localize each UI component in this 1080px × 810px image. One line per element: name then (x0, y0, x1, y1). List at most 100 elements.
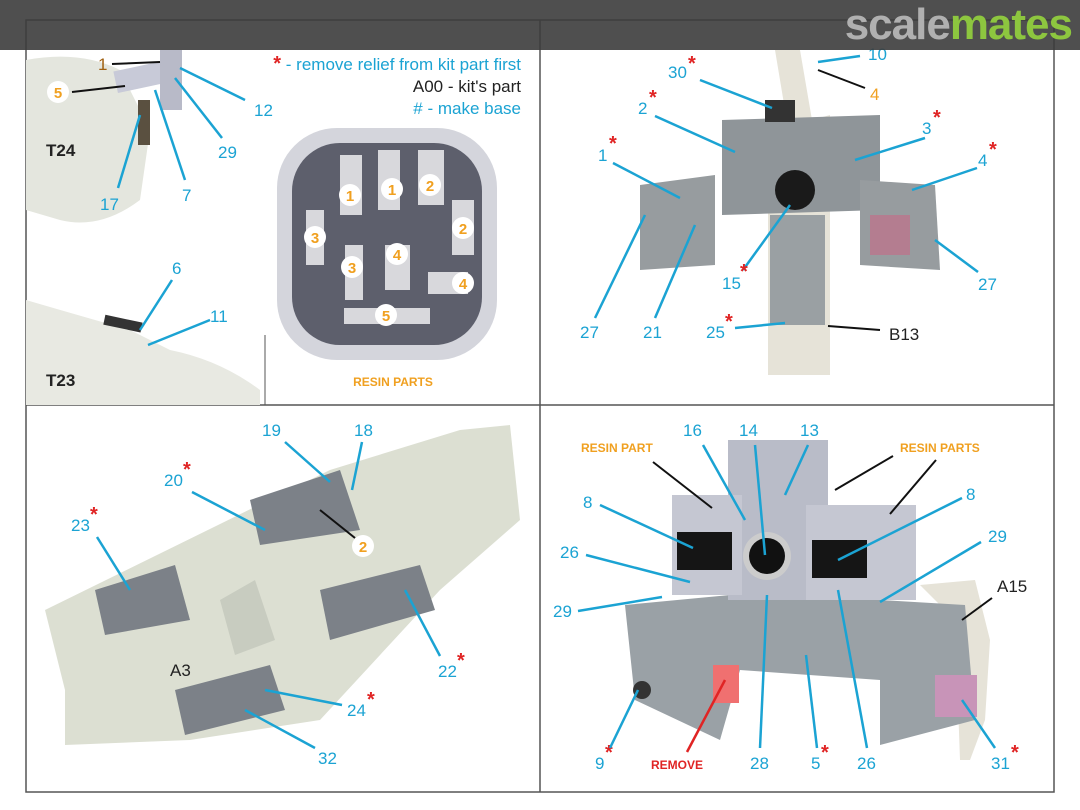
remove-label: REMOVE (651, 758, 703, 772)
main-panel-photo (722, 115, 880, 215)
panel-bottom-right: RESIN PART 16 14 13 RESIN PARTS 8 8 26 2… (553, 421, 1027, 773)
part-30-photo (765, 100, 795, 122)
callout-28: 28 (750, 754, 769, 773)
instrument-panel-photo (625, 595, 975, 745)
callout-26: 26 (857, 754, 876, 773)
callout-31: 31 (991, 754, 1010, 773)
callout-29: 29 (218, 143, 237, 162)
kit-part-t24: T24 (46, 141, 76, 160)
callout-8: 8 (583, 493, 592, 512)
callout-25: 25 (706, 323, 725, 342)
radar-scope-photo (775, 170, 815, 210)
resin-marker (352, 535, 374, 557)
callout-27: 27 (978, 275, 997, 294)
callout-4: 4 (978, 151, 987, 170)
callout-29: 29 (988, 527, 1007, 546)
callout-1: 1 (598, 146, 607, 165)
callout-22: 22 (438, 662, 457, 681)
callout-5: 5 (54, 85, 62, 102)
callout-15: 15 (722, 274, 741, 293)
watermark-bar: scalemates (0, 0, 1080, 50)
asterisk-marker: * (688, 53, 696, 75)
callout-3: 3 (922, 119, 931, 138)
callout-16: 16 (683, 421, 702, 440)
callout-27: 27 (580, 323, 599, 342)
panel-top-left: 1 5 12 29 7 17 T24 6 11 T23 * - remove r… (26, 50, 521, 405)
panel-top-right: 10 4 30* 2* 3* 1* 4* 15* 27 21 25* B13 2… (580, 45, 997, 375)
resin-marker (47, 81, 69, 103)
resin-part-label: RESIN PART (581, 441, 653, 455)
panel-bottom-left: 19 18 20* 23* 2 A3 22* 24* 32 (45, 421, 520, 768)
seat-photo (220, 580, 275, 655)
asterisk-marker: * (605, 742, 613, 764)
svg-text:1: 1 (388, 182, 396, 199)
resin-parts-label: RESIN PARTS (900, 441, 980, 455)
svg-text:2: 2 (426, 178, 434, 195)
gauge-photo (633, 681, 651, 699)
resin-parts-caption: RESIN PARTS (353, 375, 433, 389)
resin-1-photo (160, 50, 182, 110)
asterisk-marker: * (183, 459, 191, 481)
callout-26: 26 (560, 543, 579, 562)
callout-14: 14 (739, 421, 758, 440)
asterisk-marker: * (457, 650, 465, 672)
rear-console-photo (175, 665, 285, 735)
svg-text:4: 4 (459, 276, 468, 293)
callout-21: 21 (643, 323, 662, 342)
kit-part-t23: T23 (46, 371, 75, 390)
svg-text:3: 3 (348, 260, 356, 277)
resin-number-markers: 1 1 2 2 3 3 4 4 5 (304, 174, 474, 326)
asterisk-marker: * (649, 87, 657, 109)
legend-make-base: # - make base (413, 99, 521, 118)
asterisk-marker: * (1011, 742, 1019, 764)
left-console-photo (640, 175, 715, 270)
left-mfd-screen (677, 532, 732, 570)
left-console-photo (95, 565, 190, 635)
asterisk-marker: * (90, 504, 98, 526)
center-pedestal-photo (770, 215, 825, 325)
callout-12: 12 (254, 101, 273, 120)
callout-30: 30 (668, 63, 687, 82)
t23-panel-photo (103, 314, 143, 333)
asterisk-marker: * (367, 689, 375, 711)
legend-remove-relief: * - remove relief from kit part first (273, 53, 521, 75)
asterisk-marker: * (989, 139, 997, 161)
svg-text:4: 4 (393, 247, 402, 264)
panel-strip-photo (138, 100, 150, 145)
callout-9: 9 (595, 754, 604, 773)
kit-part-a3: A3 (170, 661, 191, 680)
asterisk-marker: * (933, 107, 941, 129)
kit-part-b13: B13 (889, 325, 919, 344)
callout-5: 5 (811, 754, 820, 773)
svg-text:3: 3 (311, 230, 319, 247)
callout-13: 13 (800, 421, 819, 440)
asterisk-marker: * (725, 311, 733, 333)
asterisk-marker: * (821, 742, 829, 764)
instrument-panel-photo (250, 470, 360, 545)
right-console-photo (320, 565, 435, 640)
asterisk-marker: * (609, 133, 617, 155)
callout-29: 29 (553, 602, 572, 621)
callout-2: 2 (638, 99, 647, 118)
radar-scope (749, 538, 785, 574)
legend-kit-part: A00 - kit's part (413, 77, 521, 96)
callout-2-resin: 2 (359, 539, 367, 556)
asterisk-marker: * (740, 261, 748, 283)
svg-text:5: 5 (382, 308, 390, 325)
kit-part-a15: A15 (997, 577, 1027, 596)
callout-17: 17 (100, 195, 119, 214)
svg-text:2: 2 (459, 221, 467, 238)
callout-24: 24 (347, 701, 366, 720)
callout-11: 11 (210, 307, 228, 326)
callout-19: 19 (262, 421, 281, 440)
callout-23: 23 (71, 516, 90, 535)
svg-text:1: 1 (346, 188, 354, 205)
t23-part-photo (26, 300, 260, 405)
scalemates-logo: scalemates (844, 0, 1073, 49)
callout-18: 18 (354, 421, 373, 440)
callout-4-resin: 4 (870, 85, 879, 104)
callout-20: 20 (164, 471, 183, 490)
a3-part-photo (45, 425, 520, 745)
callout-1: 1 (98, 55, 107, 74)
